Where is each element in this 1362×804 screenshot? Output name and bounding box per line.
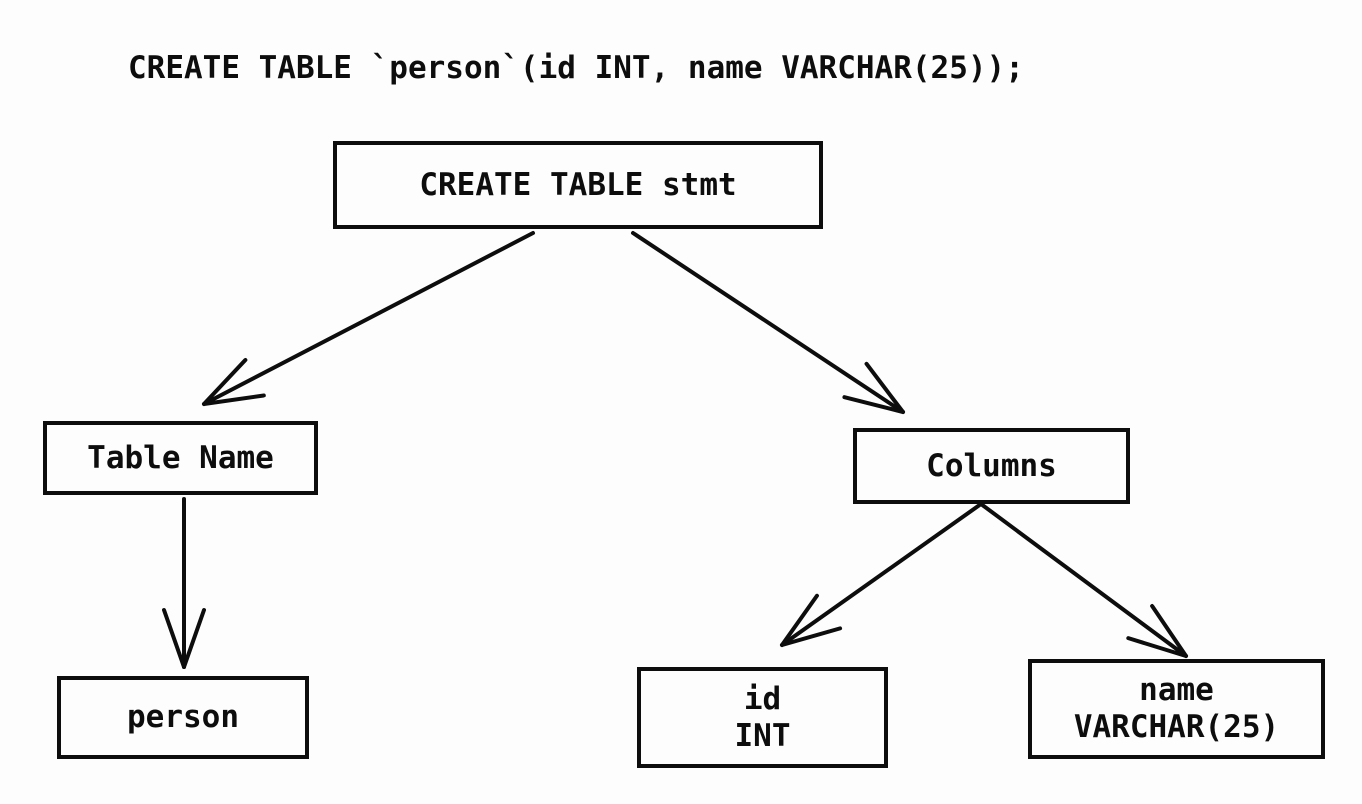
edge-root-to-table-name bbox=[202, 231, 535, 406]
node-create-table-stmt: CREATE TABLE stmt bbox=[333, 141, 823, 229]
node-create-table-stmt-label: CREATE TABLE stmt bbox=[419, 166, 737, 203]
node-table-name: Table Name bbox=[43, 421, 318, 495]
node-column-id-type: INT bbox=[734, 717, 791, 754]
edge-columns-to-id bbox=[780, 502, 983, 647]
node-person: person bbox=[57, 676, 309, 759]
node-column-name-type: VARCHAR(25) bbox=[1073, 709, 1280, 745]
node-columns: Columns bbox=[853, 428, 1130, 504]
node-table-name-label: Table Name bbox=[87, 439, 274, 476]
node-column-id-name: id bbox=[743, 680, 782, 717]
node-column-id: id INT bbox=[637, 667, 888, 768]
node-columns-label: Columns bbox=[926, 447, 1057, 484]
edge-columns-to-name bbox=[979, 502, 1188, 658]
node-column-name: name VARCHAR(25) bbox=[1028, 659, 1325, 759]
node-column-name-name: name bbox=[1139, 672, 1214, 708]
edge-root-to-columns bbox=[631, 231, 905, 414]
node-person-label: person bbox=[127, 699, 239, 735]
sql-statement-text: CREATE TABLE `person`(id INT, name VARCH… bbox=[128, 50, 1024, 86]
